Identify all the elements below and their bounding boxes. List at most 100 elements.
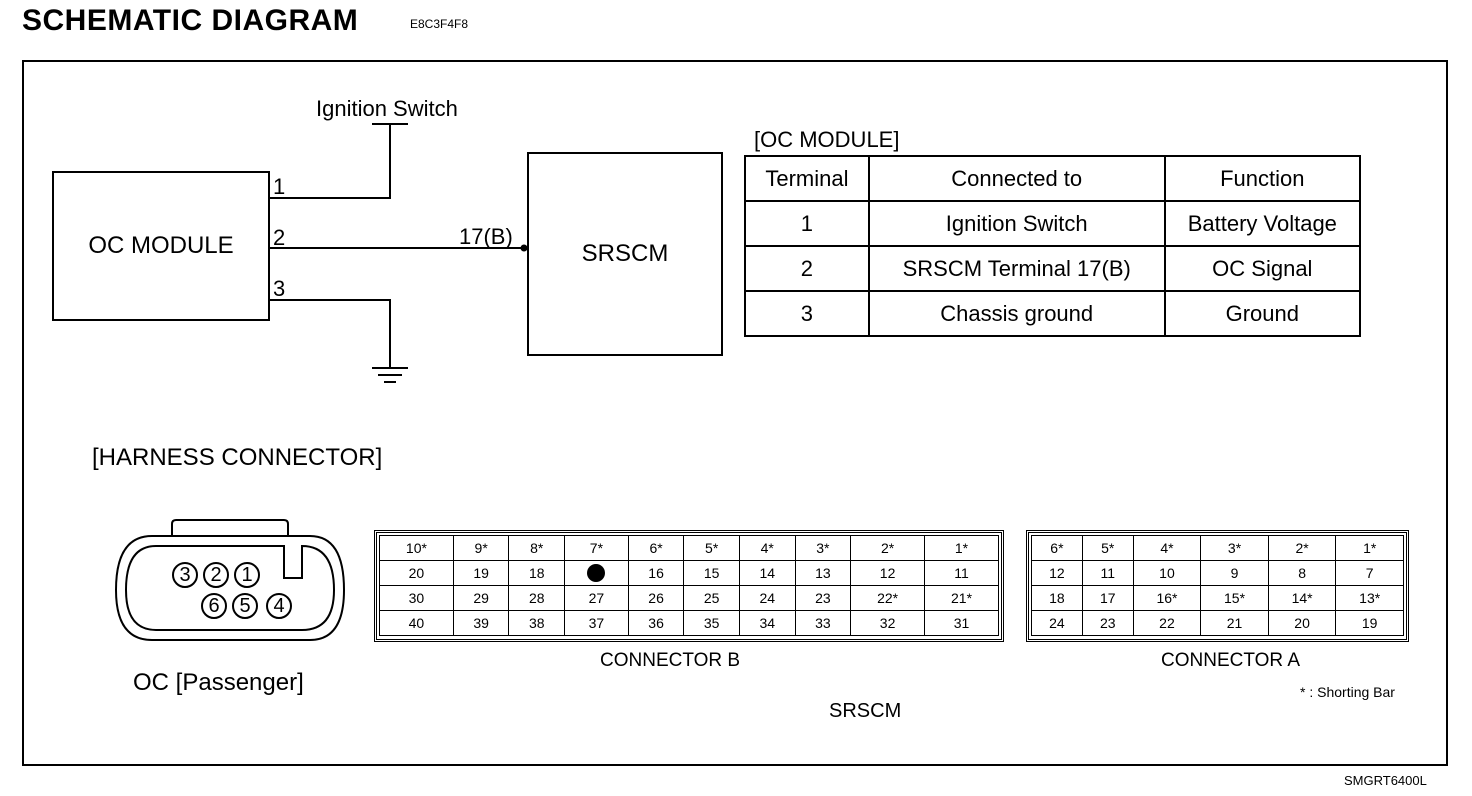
pin-cell: 4* — [738, 535, 796, 561]
pin-cell: 36 — [627, 610, 685, 636]
pin-cell: 7* — [564, 535, 629, 561]
wire-ground — [268, 299, 391, 368]
pin-cell: 5* — [1081, 535, 1134, 561]
pin-cell: 34 — [738, 610, 796, 636]
table-cell: 2 — [744, 245, 870, 292]
oc-pin-6: 6 — [201, 593, 227, 619]
pin-cell: 10* — [379, 535, 454, 561]
shorting-bar-note: * : Shorting Bar — [1300, 684, 1395, 700]
oc-pin-5: 5 — [232, 593, 258, 619]
pin-cell: 3* — [794, 535, 852, 561]
table-row: 1 Ignition Switch Battery Voltage — [744, 200, 1362, 247]
oc-connector-shape — [114, 519, 346, 641]
pin-cell: 21* — [924, 585, 999, 611]
table-cell: Ignition Switch — [867, 200, 1166, 247]
oc-pin-3-label: 3 — [273, 276, 286, 301]
pin-cell: 30 — [379, 585, 454, 611]
pin-cell: 11 — [924, 560, 999, 586]
pin-cell: 8 — [1267, 560, 1337, 586]
oc-pin-1-label: 1 — [273, 174, 286, 199]
srscm-box: SRSCM — [527, 152, 723, 356]
pin-cell: 2* — [1267, 535, 1337, 561]
pin-cell: 1* — [924, 535, 999, 561]
oc-pin-2: 2 — [203, 562, 229, 588]
table-row: 3 Chassis ground Ground — [744, 290, 1362, 337]
table-cell: Battery Voltage — [1163, 200, 1362, 247]
pin-cell: 11 — [1081, 560, 1134, 586]
pin-cell: 1* — [1335, 535, 1404, 561]
pin-row: 10*9*8*7*6*5*4*3*2*1* — [379, 535, 999, 561]
ground-symbol — [372, 367, 408, 383]
pin-cell: 13* — [1335, 585, 1404, 611]
oc-module-box: OC MODULE — [52, 171, 270, 321]
diagram-frame — [22, 60, 1448, 766]
pin-cell: 7 — [1335, 560, 1404, 586]
pin-cell-filled — [564, 560, 629, 586]
pin-cell: 2* — [850, 535, 926, 561]
oc-terminal-table: Terminal Connected to Function 1 Ignitio… — [744, 155, 1362, 337]
pin-cell: 24 — [1031, 610, 1083, 636]
table-header-row: Terminal Connected to Function — [744, 155, 1362, 202]
pin-cell: 12 — [1031, 560, 1083, 586]
document-code: E8C3F4F8 — [410, 17, 469, 31]
pin-cell: 13 — [794, 560, 852, 586]
srscm-caption: SRSCM — [829, 700, 902, 722]
srscm-label: SRSCM — [581, 240, 669, 267]
wire-ignition — [268, 124, 391, 199]
wire-junction-dot — [520, 244, 528, 252]
connector-a-caption: CONNECTOR A — [1161, 650, 1301, 671]
table-header-cell: Function — [1163, 155, 1362, 202]
pin-cell: 33 — [794, 610, 852, 636]
pin-cell: 39 — [452, 610, 510, 636]
pin-cell: 16* — [1132, 585, 1202, 611]
pin-cell: 4* — [1132, 535, 1202, 561]
oc-pin-2-label: 2 — [273, 225, 286, 250]
pin-cell: 12 — [850, 560, 926, 586]
table-header-cell: Connected to — [867, 155, 1166, 202]
oc-module-label: OC MODULE — [88, 232, 234, 259]
pin-cell: 6* — [1031, 535, 1083, 561]
filled-pin-dot — [587, 564, 606, 583]
terminal-17b-label: 17(B) — [459, 224, 513, 249]
oc-pin-3: 3 — [172, 562, 198, 588]
pin-cell: 9 — [1200, 560, 1269, 586]
pin-cell: 23 — [1081, 610, 1134, 636]
pin-cell: 28 — [508, 585, 566, 611]
connector-b-caption: CONNECTOR B — [600, 650, 741, 671]
pin-row: 6*5*4*3*2*1* — [1031, 535, 1404, 561]
pin-cell: 6* — [627, 535, 685, 561]
ignition-switch-label: Ignition Switch — [316, 96, 458, 121]
pin-cell: 29 — [452, 585, 510, 611]
table-row: 2 SRSCM Terminal 17(B) OC Signal — [744, 245, 1362, 292]
pin-cell: 23 — [794, 585, 852, 611]
pin-cell: 20 — [1267, 610, 1337, 636]
pin-cell: 3* — [1200, 535, 1269, 561]
reference-code: SMGRT6400L — [1344, 773, 1427, 788]
table-cell: 1 — [744, 200, 870, 247]
pin-cell: 31 — [924, 610, 999, 636]
pin-cell: 21 — [1200, 610, 1269, 636]
harness-connector-title: [HARNESS CONNECTOR] — [92, 444, 383, 471]
pin-cell: 25 — [683, 585, 740, 611]
oc-passenger-caption: OC [Passenger] — [133, 669, 304, 696]
oc-pin-4: 4 — [266, 593, 292, 619]
pin-cell: 18 — [508, 560, 566, 586]
pin-cell: 24 — [738, 585, 796, 611]
pin-cell: 22 — [1132, 610, 1202, 636]
table-cell: SRSCM Terminal 17(B) — [867, 245, 1166, 292]
pin-cell: 8* — [508, 535, 566, 561]
pin-cell: 14* — [1267, 585, 1337, 611]
pin-cell: 37 — [564, 610, 629, 636]
pin-cell: 15 — [683, 560, 740, 586]
pin-cell: 18 — [1031, 585, 1083, 611]
pin-cell: 14 — [738, 560, 796, 586]
